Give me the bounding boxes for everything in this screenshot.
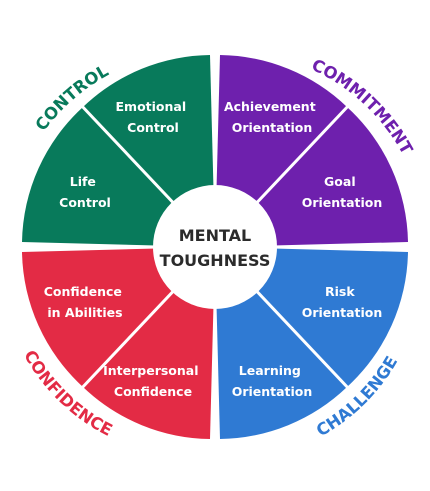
label-interpersonal-confidence: Interpersonal Confidence — [103, 363, 203, 399]
label-life-control: Life Control — [59, 174, 111, 210]
label-goal-orientation: Goal Orientation — [302, 174, 383, 210]
label-learning-orientation: Learning Orientation — [232, 363, 313, 399]
center-circle — [153, 185, 277, 309]
label-risk-orientation: Risk Orientation — [302, 284, 383, 320]
label-confidence-in-abilities: Confidence in Abilities — [44, 284, 127, 320]
label-achievement-orientation: Achievement Orientation — [224, 99, 320, 135]
center-title-line2: TOUGHNESS — [160, 251, 271, 270]
center-title-line1: MENTAL — [179, 226, 252, 245]
label-emotional-control: Emotional Control — [116, 99, 191, 135]
